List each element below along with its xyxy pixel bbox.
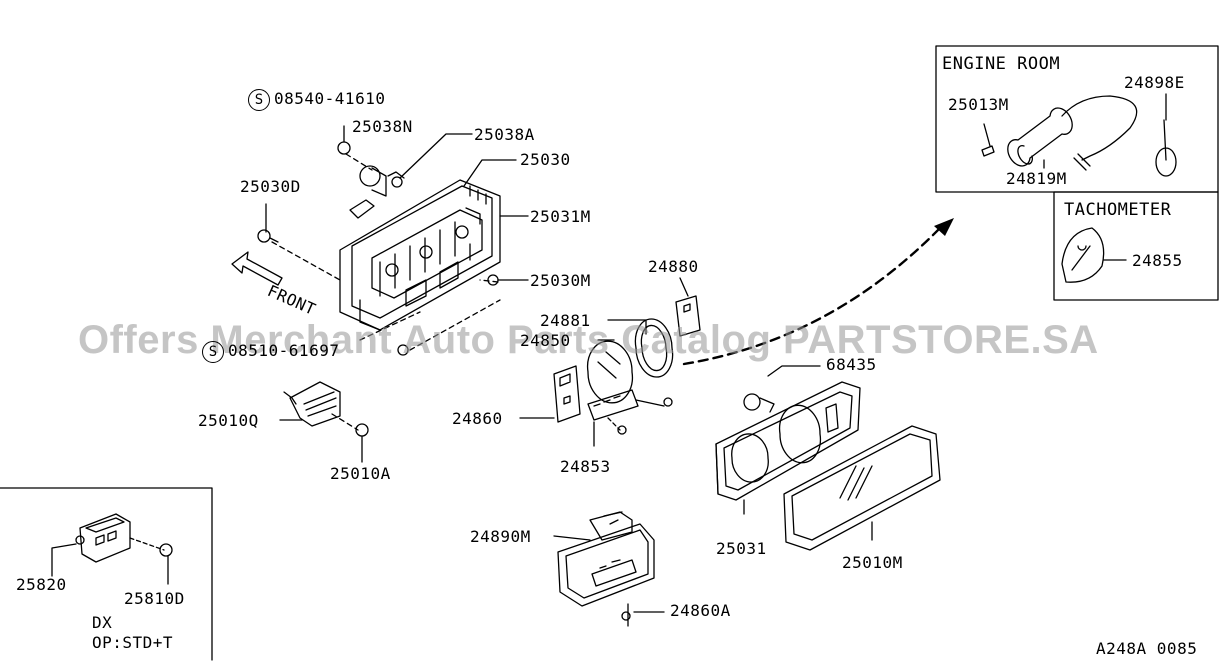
s-standard-part-symbol: S — [202, 341, 224, 363]
part-label-24853: 24853 — [560, 457, 611, 476]
engine-room-drawing — [981, 93, 1177, 177]
tachometer-title: TACHOMETER — [1064, 200, 1172, 220]
bracket-guides — [271, 153, 501, 351]
dx-box — [0, 487, 213, 661]
part-label-25010Q: 25010Q — [198, 411, 259, 430]
part-label-25030M: 25030M — [530, 271, 591, 290]
part-label-24860: 24860 — [452, 409, 503, 428]
part-label-25031: 25031 — [716, 539, 767, 558]
part-label-24880: 24880 — [648, 257, 699, 276]
engine-room-title: ENGINE ROOM — [942, 54, 1061, 74]
cluster-drawing — [557, 511, 655, 607]
meter-housing-drawing — [715, 381, 861, 501]
arrowhead — [934, 218, 954, 236]
part-label-24881: 24881 — [540, 311, 591, 330]
s-standard-part-symbol: S — [248, 89, 270, 111]
front-arrow — [231, 251, 283, 286]
part-label-24898E: 24898E — [1124, 73, 1185, 92]
tachometer-arrow — [682, 226, 942, 366]
lens-drawing — [783, 425, 941, 551]
dx-switch-drawing — [75, 513, 173, 563]
part-label-25820: 25820 — [16, 575, 67, 594]
dx-label: DX — [92, 613, 113, 632]
part-label-25038A: 25038A — [474, 125, 535, 144]
part-label-68435: 68435 — [826, 355, 877, 374]
part-label-08540-41610: 08540-41610 — [274, 89, 386, 108]
part-label-25030: 25030 — [520, 150, 571, 169]
watermark-text: Offers Merchant Auto Parts Catalog PARTS… — [78, 318, 1099, 362]
part-label-25010M: 25010M — [842, 553, 903, 572]
tachometer-box — [1053, 191, 1219, 301]
part-label-25038N: 25038N — [352, 117, 413, 136]
part-label-24855: 24855 — [1132, 251, 1183, 270]
part-label-08510-61697: 08510-61697 — [228, 341, 340, 360]
part-label-25810D: 25810D — [124, 589, 185, 608]
option-label: OP:STD+T — [92, 633, 174, 652]
bracket-assembly-drawing — [339, 165, 501, 331]
gauge-parts-drawing — [553, 295, 701, 435]
part-label-24860A: 24860A — [670, 601, 731, 620]
part-label-24819M: 24819M — [1006, 169, 1067, 188]
part-label-25031M: 25031M — [530, 207, 591, 226]
part-label-24850: 24850 — [520, 331, 571, 350]
part-label-25013M: 25013M — [948, 95, 1009, 114]
diagram-code: A248A 0085 — [1096, 639, 1198, 658]
part-label-25010A: 25010A — [330, 464, 391, 483]
part-label-24890M: 24890M — [470, 527, 531, 546]
part-label-25030D: 25030D — [240, 177, 301, 196]
tachometer-drawing — [1061, 227, 1105, 283]
